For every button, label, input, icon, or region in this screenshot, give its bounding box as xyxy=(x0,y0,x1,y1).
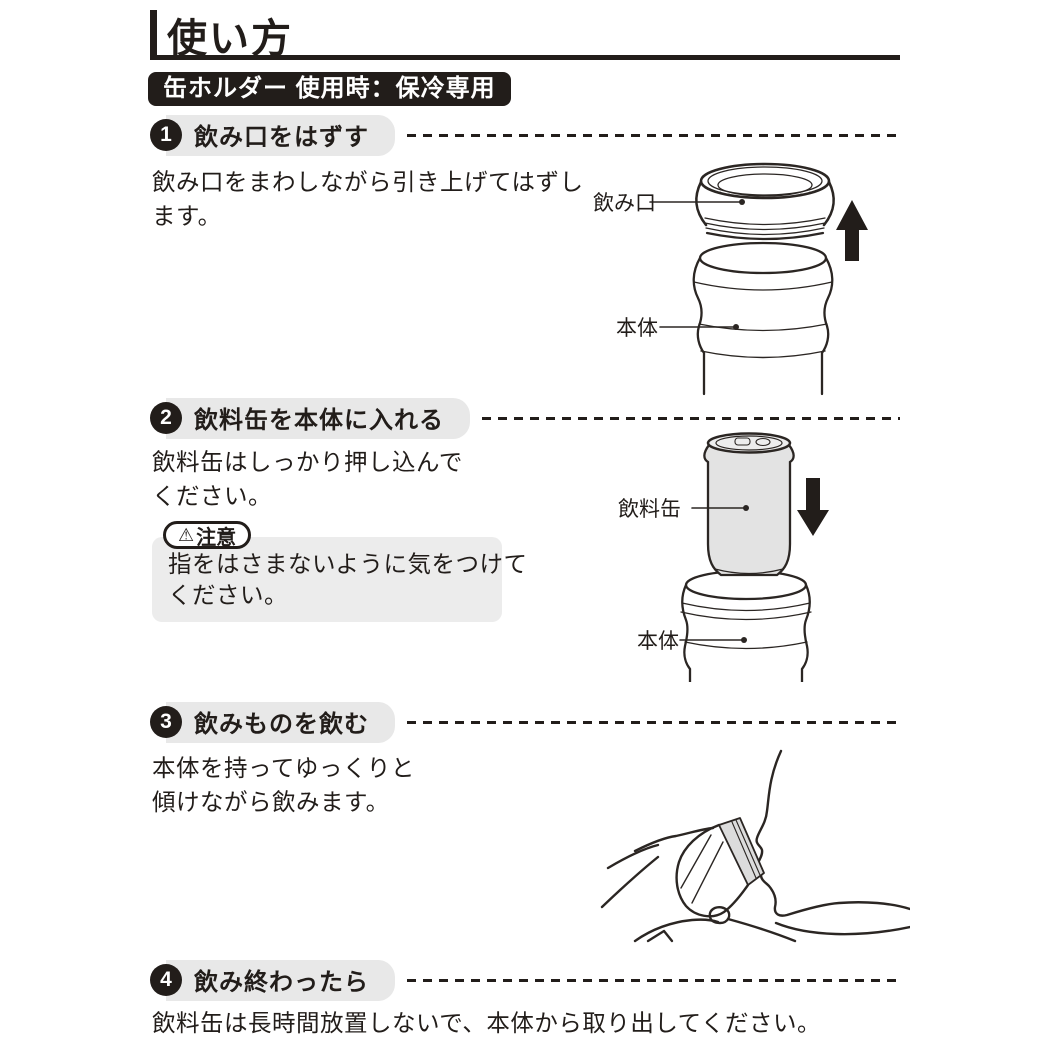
warning-triangle-icon: ⚠ xyxy=(178,524,195,545)
face-profile-line xyxy=(755,749,910,917)
step3-illustration-drinking xyxy=(600,749,910,943)
step2-header: 2 飲料缶を本体に入れる xyxy=(150,397,900,439)
step4-header: 4 飲み終わったら xyxy=(150,959,900,1001)
caution-badge-label: 注意 xyxy=(196,526,237,549)
step3-dashed-rule xyxy=(407,720,900,724)
step1-dashed-rule xyxy=(407,133,900,137)
body-label: 本体 xyxy=(637,630,679,653)
title-accent-bar xyxy=(150,10,157,57)
caution-text: 指をはさまないように気をつけて ください。 xyxy=(168,551,528,608)
step4-title: 飲み終わったら xyxy=(166,959,395,1001)
holder-body-outline xyxy=(698,241,828,275)
tumbler-lid-band xyxy=(718,817,765,886)
arrow-down-icon xyxy=(797,478,829,536)
step3-instruction-text: 本体を持ってゆっくりと 傾けながら飲みます。 xyxy=(152,755,415,815)
beverage-can-outline xyxy=(703,443,795,577)
lid-label: 飲み口 xyxy=(593,192,656,215)
step2-dashed-rule xyxy=(482,416,900,420)
step4-dashed-rule xyxy=(407,978,900,982)
step1-instruction-text: 飲み口をまわしながら引き上げてはずし ます。 xyxy=(152,169,584,229)
body-label: 本体 xyxy=(616,317,658,340)
step3-number-badge: 3 xyxy=(150,706,182,738)
step4-number-badge: 4 xyxy=(150,964,182,996)
step2-instruction-text: 飲料缶はしっかり押し込んで ください。 xyxy=(152,449,463,509)
tumbler-outline xyxy=(675,823,750,918)
step3-title: 飲みものを飲む xyxy=(166,701,395,743)
step2-title: 飲料缶を本体に入れる xyxy=(166,397,470,439)
title-underline xyxy=(150,55,900,60)
arrow-up-icon xyxy=(836,200,868,261)
step1-header: 1 飲み口をはずす xyxy=(150,114,900,156)
caution-box xyxy=(152,537,502,622)
can-label: 飲料缶 xyxy=(618,498,681,521)
step2-number-badge: 2 xyxy=(150,402,182,434)
caution-badge: ⚠ 注意 xyxy=(163,521,252,549)
step4-instruction-text: 飲料缶は長時間放置しないで、本体から取り出してください。 xyxy=(152,1010,821,1036)
page-title: 使い方 xyxy=(167,17,293,61)
step1-title: 飲み口をはずす xyxy=(166,114,395,156)
step2-diagram-insert-can: 飲料缶 本体 xyxy=(618,432,829,682)
step3-header: 3 飲みものを飲む xyxy=(150,701,900,743)
step1-number-badge: 1 xyxy=(150,119,182,151)
usage-mode-badge: 缶ホルダー 使用時：保冷専用 xyxy=(148,72,511,106)
step1-diagram-remove-lid: 飲み口 本体 xyxy=(593,162,868,396)
hand-lines xyxy=(633,826,715,853)
